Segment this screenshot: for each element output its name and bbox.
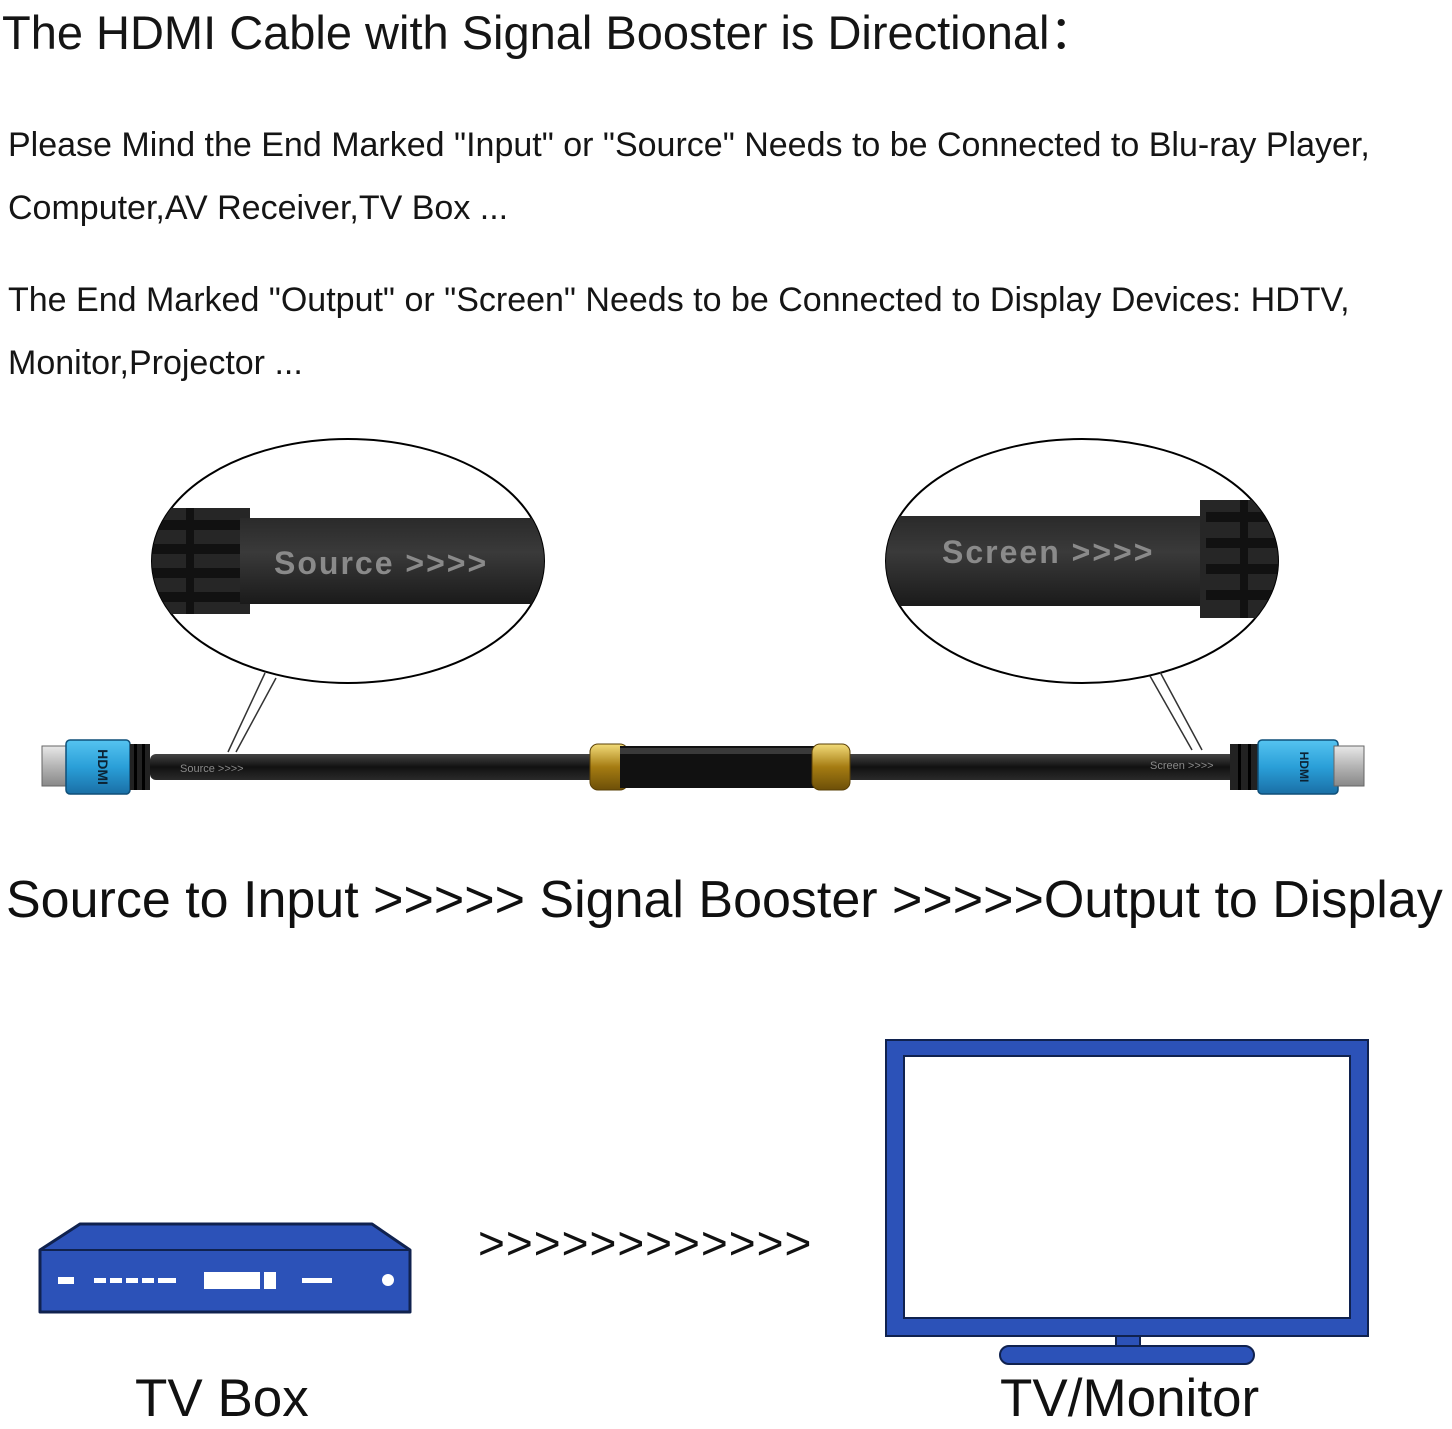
- screen-zoom-label: Screen >>>>: [942, 534, 1154, 570]
- right-hdmi-plug: [1333, 745, 1365, 787]
- instruction-source-line2: Computer,AV Receiver,TV Box ...: [8, 189, 509, 227]
- source-zoom-label: Source >>>>: [274, 545, 488, 581]
- tv-box-icon: [38, 1222, 412, 1314]
- screen-zoom-bubble: Screen >>>>: [885, 438, 1279, 684]
- instruction-screen: The End Marked "Output" or "Screen" Need…: [8, 269, 1350, 395]
- hdmi-cable: HDMI Source >>>> HDMI Screen >>>>: [41, 739, 1365, 795]
- instruction-screen-line1: The End Marked "Output" or "Screen" Need…: [8, 281, 1350, 319]
- leader-lines: [227, 671, 1203, 753]
- source-small-label: Source >>>>: [180, 763, 244, 775]
- hdmi-logo-right: HDMI: [1297, 752, 1311, 783]
- signal-flow-text: Source to Input >>>>> Signal Booster >>>…: [6, 871, 1443, 929]
- screen-small-label: Screen >>>>: [1150, 760, 1214, 772]
- tv-box-label: TV Box: [135, 1369, 309, 1428]
- instruction-source: Please Mind the End Marked "Input" or "S…: [8, 114, 1370, 240]
- tv-monitor-label: TV/Monitor: [1000, 1369, 1260, 1428]
- direction-arrows: >>>>>>>>>>>>: [478, 1217, 813, 1269]
- instruction-source-line1: Please Mind the End Marked "Input" or "S…: [8, 126, 1370, 164]
- instruction-screen-line2: Monitor,Projector ...: [8, 344, 303, 382]
- hdmi-logo-left: HDMI: [95, 749, 111, 785]
- signal-booster: [589, 743, 851, 791]
- tv-monitor-icon: [885, 1039, 1369, 1365]
- source-zoom-bubble: Source >>>>: [151, 438, 545, 684]
- page-title: The HDMI Cable with Signal Booster is Di…: [2, 6, 1097, 59]
